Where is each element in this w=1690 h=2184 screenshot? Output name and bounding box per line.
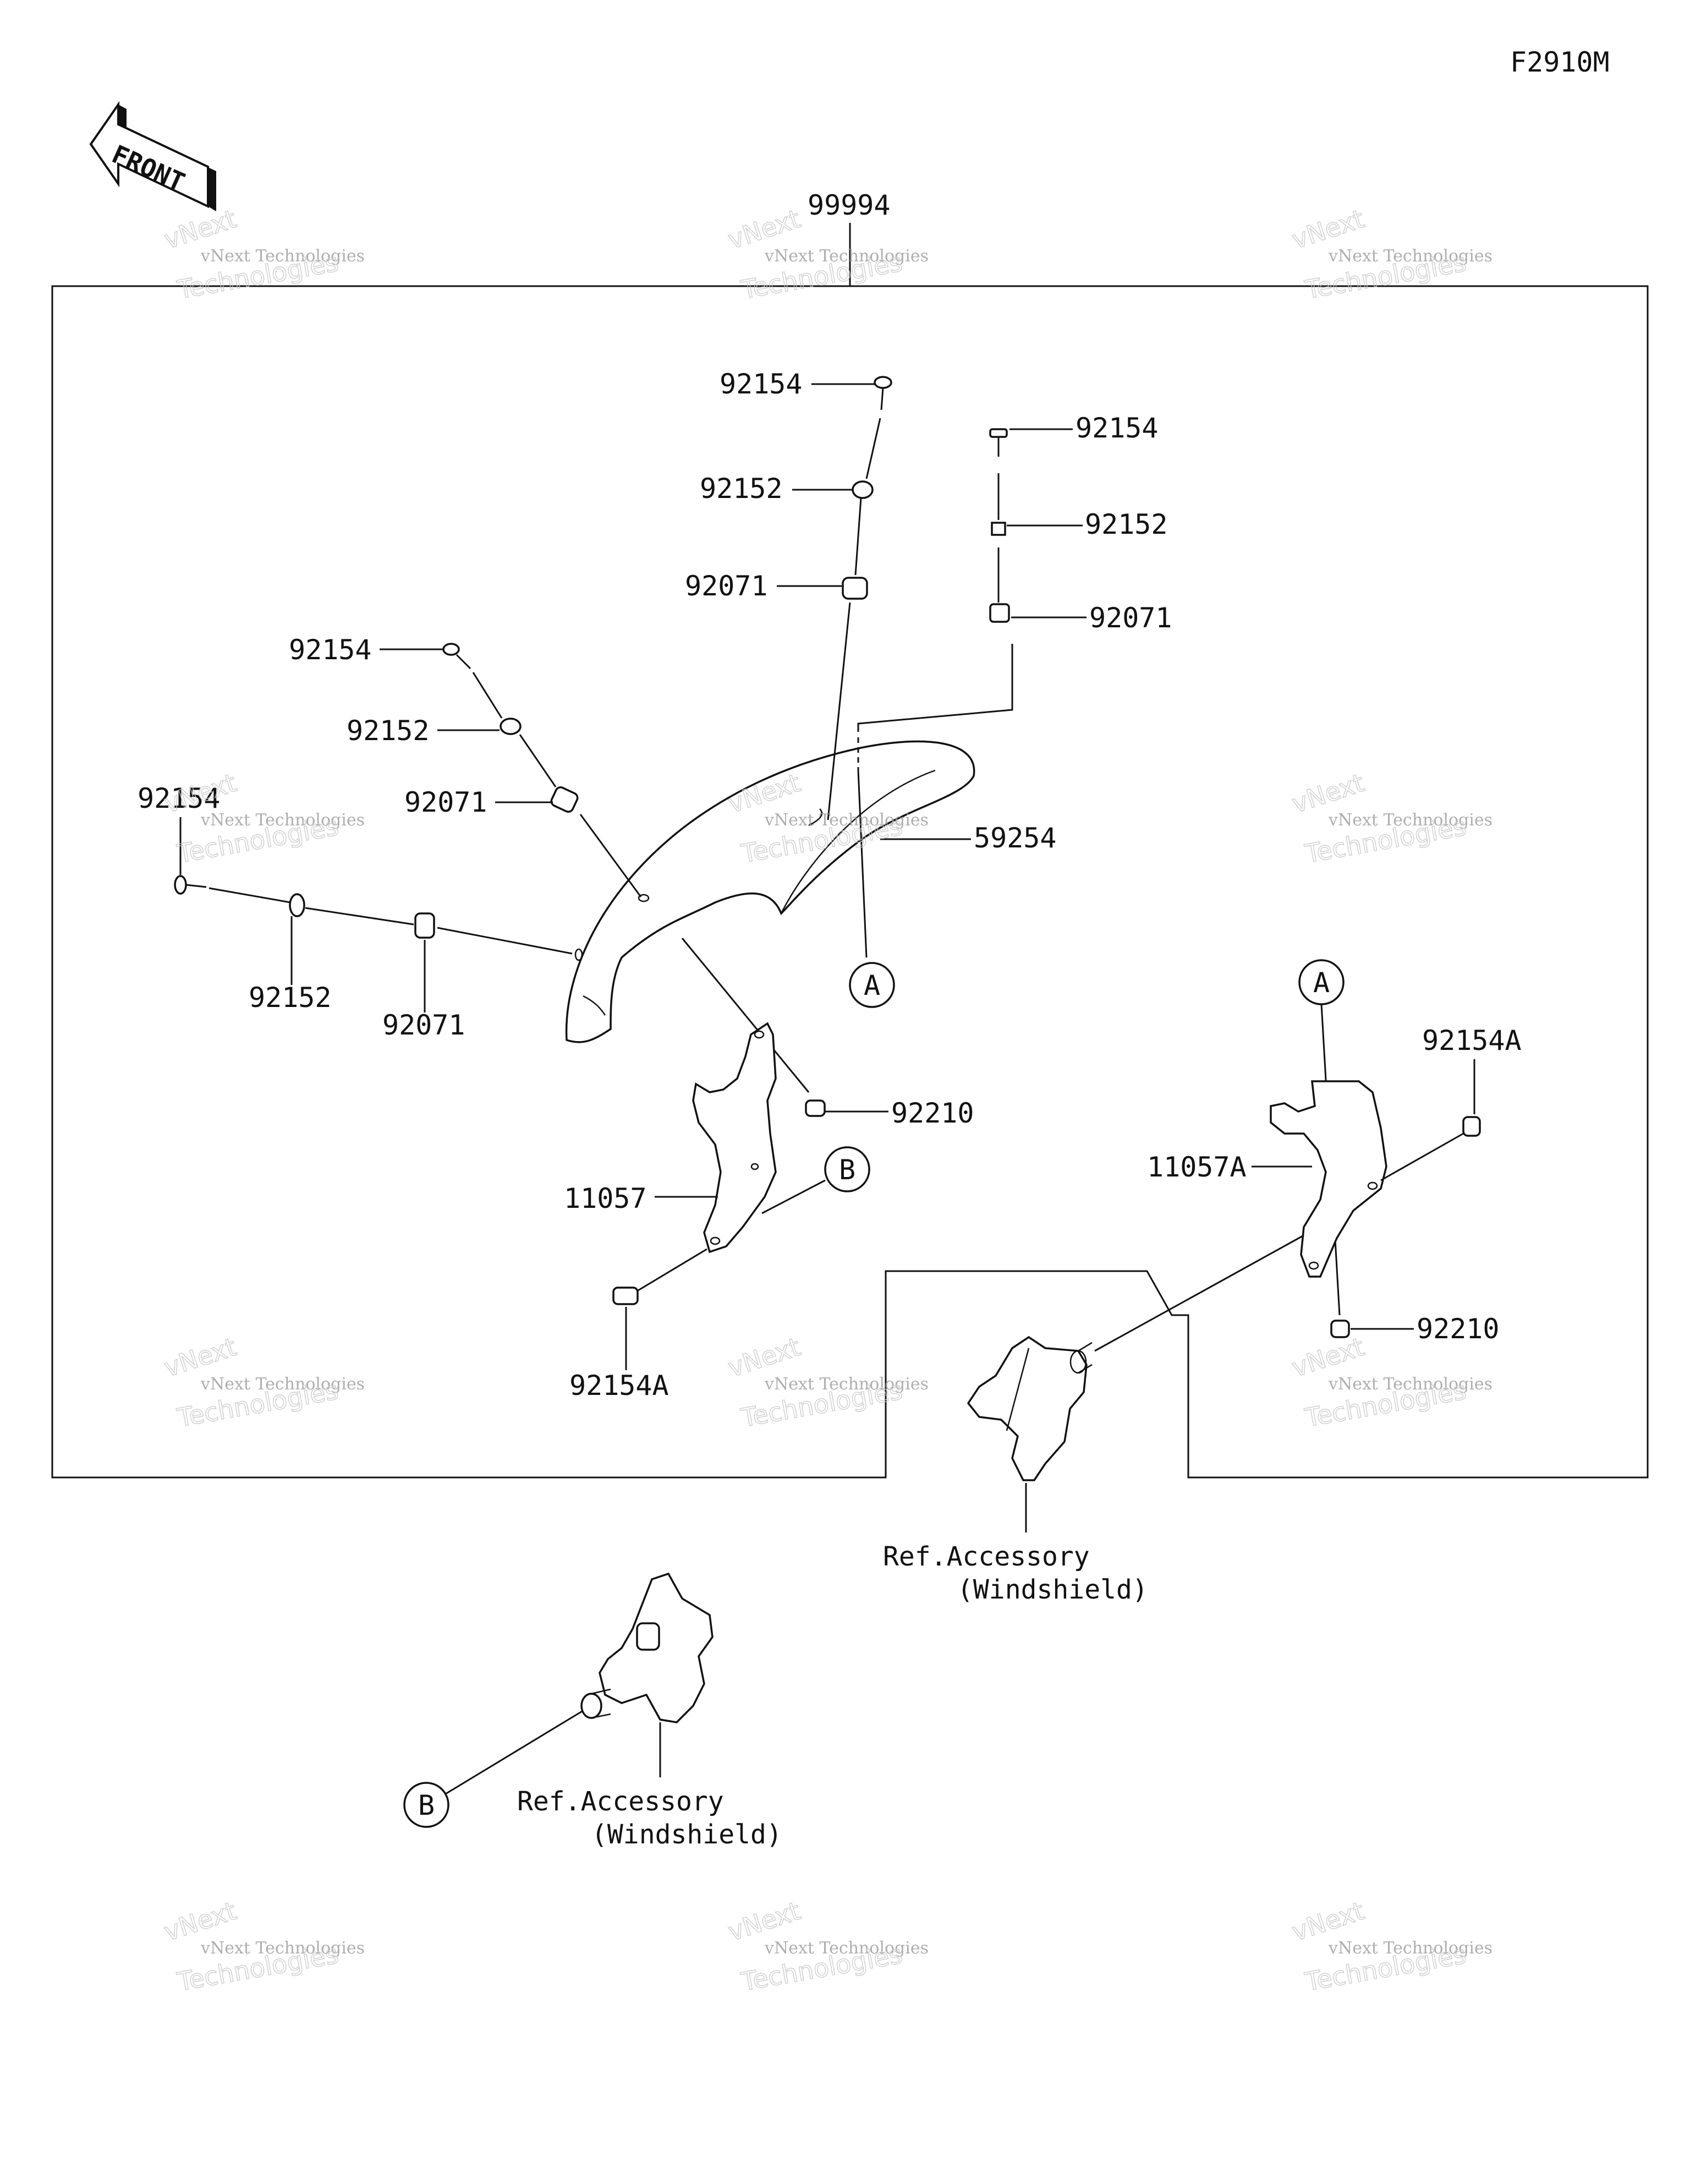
svg-text:vNext Technologies: vNext Technologies: [200, 1939, 365, 1958]
marker-b-lower-label: B: [418, 1789, 435, 1821]
callout-92154-right: 92154: [1076, 412, 1159, 444]
watermark: vNext vNext Technologies Technologies: [1288, 767, 1493, 869]
watermark-layer: vNext vNext Technologies Technologies vN…: [160, 203, 1493, 1997]
svg-text:vNext Technologies: vNext Technologies: [764, 811, 929, 830]
callout-92152-right: 92152: [1085, 508, 1168, 540]
windshield-part: [565, 740, 975, 1043]
figure-code: F2910M: [1510, 46, 1610, 78]
left-bracket-part: [692, 1022, 777, 1254]
callout-92210-left: 92210: [891, 1097, 974, 1129]
svg-text:vNext Technologies: vNext Technologies: [764, 1375, 929, 1394]
watermark: vNext vNext Technologies Technologies: [160, 203, 365, 305]
front-arrow-icon: FRONT: [89, 101, 216, 211]
callout-92071-top: 92071: [685, 570, 768, 602]
ref-right-line2: (Windshield): [957, 1574, 1148, 1605]
callout-92071-right: 92071: [1089, 602, 1172, 634]
callout-92152-ul: 92152: [347, 715, 430, 747]
callout-92152-ll: 92152: [249, 982, 332, 1014]
callout-11057A: 11057A: [1147, 1151, 1247, 1183]
right-bracket-part: [1270, 1080, 1387, 1278]
callout-92210-right: 92210: [1417, 1313, 1500, 1345]
nut-right: [1330, 1320, 1350, 1338]
svg-text:vNext Technologies: vNext Technologies: [1328, 247, 1493, 266]
fastener-stack-upper-left: [442, 643, 642, 897]
assembly-frame: [51, 285, 1649, 1479]
fastener-stack-lower-left: [174, 875, 573, 955]
mount-left-part: [580, 1572, 714, 1723]
marker-a-lower: [849, 962, 895, 1008]
bolt-right: [1462, 1116, 1481, 1137]
svg-text:vNext Technologies: vNext Technologies: [1328, 1375, 1493, 1394]
svg-text:vNext Technologies: vNext Technologies: [200, 811, 365, 830]
svg-text:vNext Technologies: vNext Technologies: [1328, 811, 1493, 830]
bolt-left: [612, 1248, 707, 1305]
callout-92071-ul: 92071: [404, 786, 487, 818]
watermark: vNext vNext Technologies Technologies: [160, 1331, 365, 1433]
callout-11057: 11057: [564, 1183, 647, 1214]
marker-b-bracket: [824, 1146, 870, 1192]
callout-92154-ll: 92154: [138, 782, 221, 814]
watermark: vNext vNext Technologies Technologies: [1288, 203, 1493, 305]
watermark: vNext vNext Technologies Technologies: [160, 1895, 365, 1997]
mount-right-part: [967, 1335, 1093, 1481]
callout-92154A-right: 92154A: [1422, 1025, 1522, 1057]
svg-text:vNext Technologies: vNext Technologies: [200, 1375, 365, 1394]
marker-a-upper-label: A: [1313, 967, 1330, 999]
svg-text:vNext Technologies: vNext Technologies: [764, 247, 929, 266]
svg-text:vNext Technologies: vNext Technologies: [200, 247, 365, 266]
fastener-stack-right: [857, 428, 1013, 958]
callout-92154-ul: 92154: [289, 634, 372, 666]
ref-right-line1: Ref.Accessory: [883, 1541, 1090, 1572]
marker-b-bracket-label: B: [839, 1154, 855, 1186]
callout-92071-ll: 92071: [382, 1009, 465, 1041]
watermark: vNext vNext Technologies Technologies: [724, 1895, 929, 1997]
svg-text:vNext Technologies: vNext Technologies: [764, 1939, 929, 1958]
callout-92152-top: 92152: [700, 473, 783, 505]
nut-left: [805, 1099, 826, 1117]
watermark: vNext vNext Technologies Technologies: [1288, 1331, 1493, 1433]
watermark: vNext vNext Technologies Technologies: [724, 1331, 929, 1433]
callout-92154-top: 92154: [720, 368, 803, 400]
callout-92154A-left: 92154A: [569, 1370, 669, 1402]
fastener-stack-top: [827, 376, 892, 820]
marker-b-lower: [403, 1782, 449, 1828]
ref-left-line2: (Windshield): [591, 1819, 782, 1850]
callout-59254: 59254: [974, 822, 1057, 854]
ref-left-line1: Ref.Accessory: [517, 1786, 724, 1817]
svg-text:vNext Technologies: vNext Technologies: [1328, 1939, 1493, 1958]
watermark: vNext vNext Technologies Technologies: [160, 767, 365, 869]
marker-a-lower-label: A: [864, 970, 880, 1001]
watermark: vNext vNext Technologies Technologies: [1288, 1895, 1493, 1997]
callout-99994: 99994: [808, 189, 891, 221]
